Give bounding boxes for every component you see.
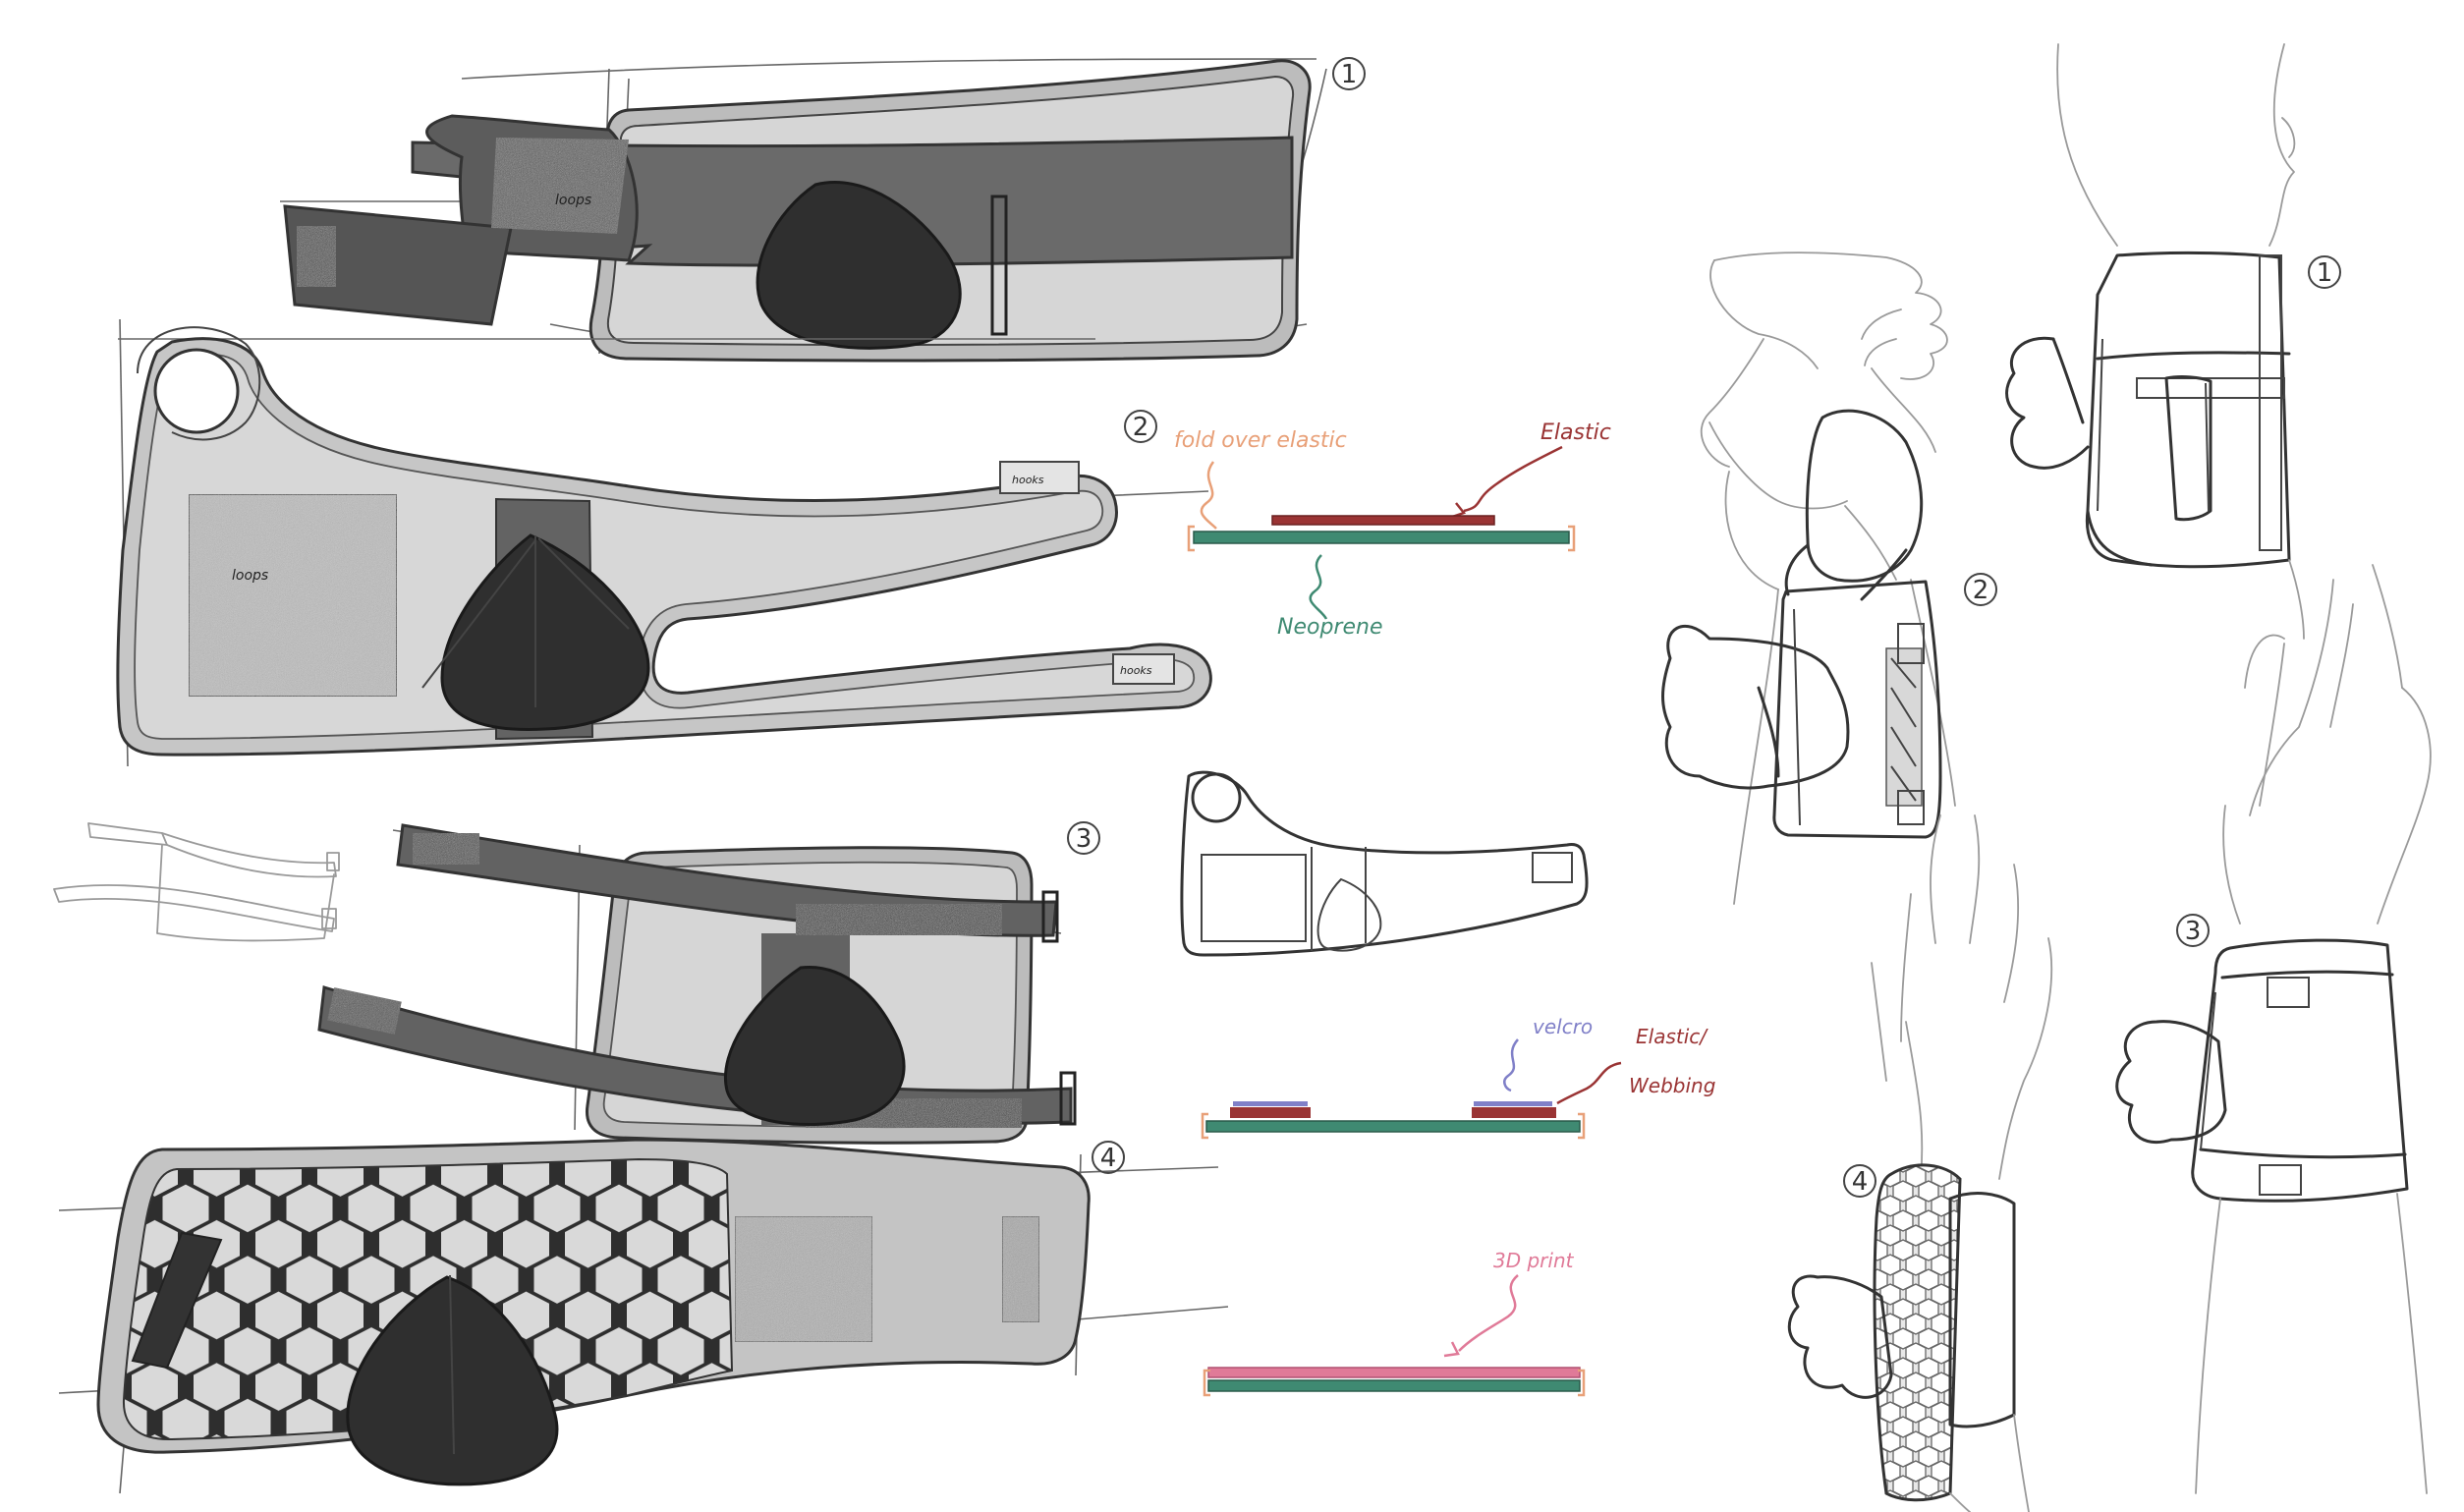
- layer-diagram-concept-2: fold over elastic Elastic Neoprene: [1174, 420, 1611, 640]
- concept-number-2-badge: 2: [1124, 410, 1157, 443]
- svg-text:4: 4: [1100, 1144, 1117, 1173]
- concept-2-hooks-label-bottom: hooks: [1120, 664, 1152, 677]
- concept-1-loop-patch: [491, 138, 629, 234]
- concept-1-thumb-pad: [756, 181, 962, 350]
- concept-4-loop-patch: [734, 1215, 873, 1343]
- concept-2-hooks-label-top: hooks: [1012, 474, 1044, 486]
- concept-2-brace: loops hooks hooks 2: [116, 318, 1212, 767]
- velcro-layer-bar-left: [1233, 1101, 1308, 1106]
- hand-3-number-badge: 3: [2176, 914, 2210, 947]
- svg-text:3: 3: [1076, 824, 1092, 854]
- neoprene-layer-bar: [1193, 531, 1570, 544]
- concept-2-thumb-hole-ring: [137, 326, 261, 441]
- print-3d-label: 3D print: [1493, 1249, 1575, 1272]
- layer-diagram-concept-3: velcro Elastic/ Webbing: [1201, 1015, 1715, 1140]
- concept-number-3-badge: 3: [1067, 821, 1100, 855]
- elastic-webbing-label-line1: Elastic/: [1636, 1025, 1708, 1048]
- neoprene-label: Neoprene: [1277, 615, 1382, 640]
- concept-3-strap-bottom-hook: [327, 987, 402, 1035]
- hand-2-number-badge: 2: [1964, 573, 1997, 606]
- neoprene-layer-bar-2: [1205, 1120, 1581, 1133]
- concept-3-brace: 3: [53, 821, 1100, 1145]
- elastic-layer-bar: [1271, 515, 1495, 526]
- hand-4-number-badge: 4: [1843, 1164, 1876, 1198]
- concept-3-thumb-pad: [724, 966, 906, 1127]
- hand-1-number-badge: 1: [2308, 255, 2341, 289]
- concept-1-loops-label: loops: [555, 193, 591, 208]
- svg-text:1: 1: [2317, 258, 2333, 288]
- concept-3-strap-top-hook: [413, 833, 479, 865]
- concept-2-loop-patch: [188, 493, 398, 698]
- concept-1-brace: loops 1: [280, 57, 1366, 363]
- elastic-label: Elastic: [1540, 420, 1611, 445]
- concept-2-hook-patch-bottom: [1112, 653, 1175, 685]
- svg-text:3: 3: [2185, 917, 2202, 946]
- elastic-layer-bar-left: [1230, 1107, 1311, 1118]
- concept-2-loops-label: loops: [232, 568, 268, 584]
- concept-2-hook-patch-top: [999, 461, 1080, 494]
- concept-3-buckle-bottom: [1059, 1071, 1077, 1126]
- concept-4-brace: 4: [58, 1138, 1229, 1494]
- concept-2-thumb-pad: [440, 533, 650, 731]
- concept-3-strap-top-loop: [796, 904, 1002, 935]
- concept-1-hook-patch: [297, 226, 336, 287]
- hand-sketch-concept-1: 1: [2005, 43, 2341, 640]
- neoprene-layer-bar-3: [1207, 1379, 1581, 1392]
- concept-2-thumb-hole: [153, 348, 240, 434]
- concept-3-buckle-top: [1041, 890, 1059, 943]
- elastic-layer-bar-right: [1472, 1107, 1556, 1118]
- velcro-label: velcro: [1533, 1015, 1593, 1038]
- concept-1-buckle: [990, 195, 1008, 336]
- svg-text:2: 2: [1133, 413, 1149, 442]
- hand-sketch-concept-3: 3: [2115, 564, 2432, 1494]
- svg-text:1: 1: [1341, 60, 1358, 89]
- fold-over-elastic-label: fold over elastic: [1174, 428, 1347, 453]
- hand-sketch-concept-2: 2: [1661, 252, 1997, 905]
- concept-number-1-badge: 1: [1332, 57, 1366, 90]
- concept-4-hook-patch: [1001, 1215, 1040, 1323]
- print-3d-layer-bar: [1207, 1367, 1581, 1378]
- wrap-outline-sketch: [1180, 770, 1589, 957]
- concept-3-outline-sketch: [53, 822, 340, 942]
- layer-diagram-concept-4: 3D print: [1203, 1249, 1586, 1397]
- concept-1-strap-flap: [283, 204, 513, 326]
- concept-number-4-badge: 4: [1092, 1141, 1125, 1174]
- elastic-webbing-label-line2: Webbing: [1629, 1074, 1715, 1097]
- svg-text:2: 2: [1973, 576, 1989, 605]
- concept-4-velcro-strip: [131, 1231, 223, 1370]
- svg-text:4: 4: [1852, 1167, 1869, 1197]
- hand-4-hex-shell: [1873, 1163, 1962, 1502]
- hand-sketch-concept-4: 4: [1787, 814, 2053, 1512]
- velcro-layer-bar-right: [1474, 1101, 1552, 1106]
